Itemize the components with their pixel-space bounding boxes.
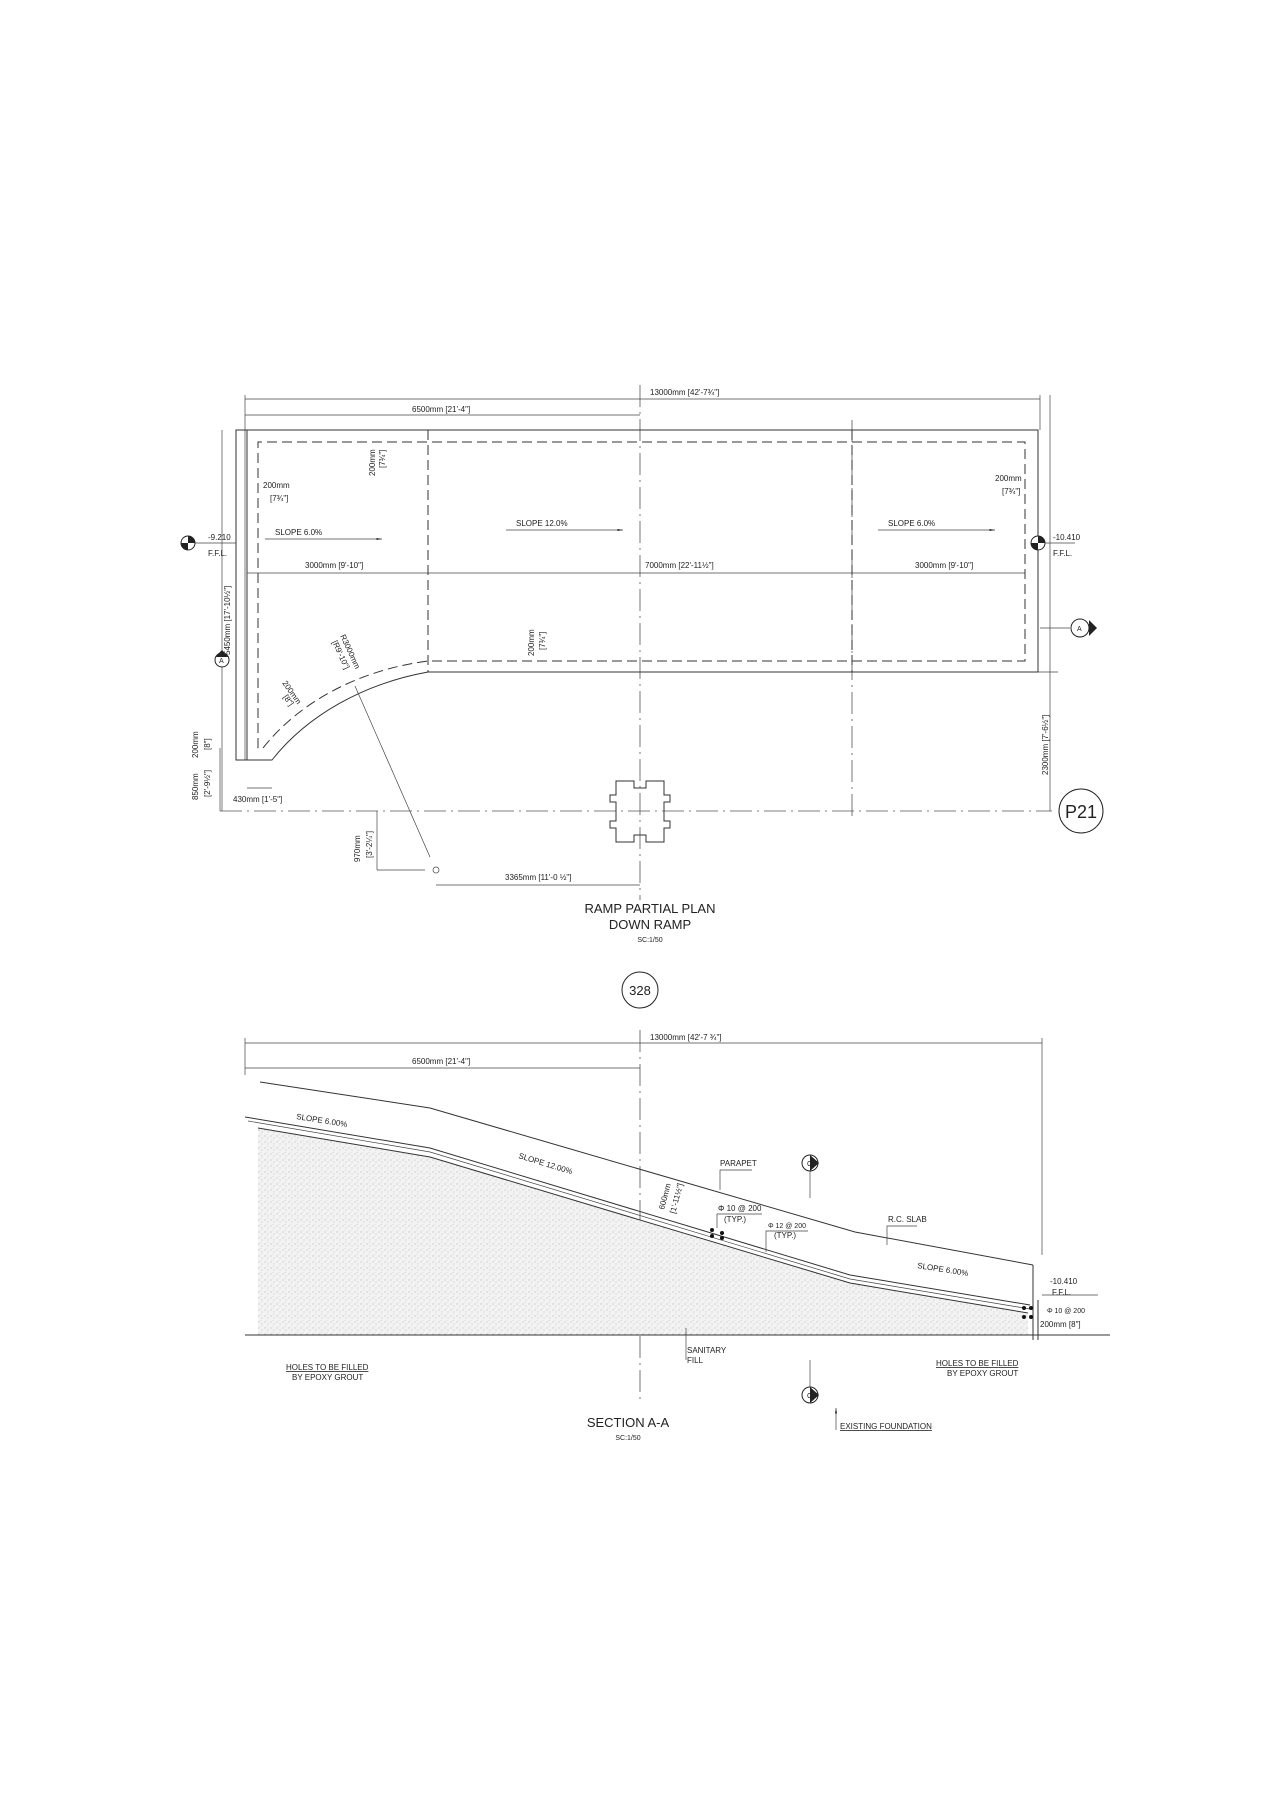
svg-text:C: C <box>807 1161 812 1168</box>
svg-text:-10.410: -10.410 <box>1053 533 1081 542</box>
note-level-label: F.F.L. <box>1052 1288 1071 1297</box>
dim-wall-bottom: 200mm <box>527 629 536 656</box>
dim-wall-left-imp: [7¾"] <box>270 494 288 503</box>
dim-half: 6500mm [21'-4"] <box>412 1057 470 1066</box>
dim-mid-span: 7000mm [22'-11½"] <box>645 561 714 570</box>
slope-label: SLOPE 6.0% <box>275 528 322 537</box>
svg-text:F.F.L.: F.F.L. <box>1053 549 1072 558</box>
dim-left-span: 3000mm [9'-10"] <box>305 561 363 570</box>
dim-wall-right-imp: [7¾"] <box>1002 487 1020 496</box>
radius-line <box>354 685 431 858</box>
dim-wall-top: 200mm <box>368 449 377 476</box>
note-level: -10.410 <box>1050 1277 1078 1286</box>
slab-top <box>244 1116 1031 1306</box>
dim-overall: 13000mm [42'-7 ¾"] <box>650 1033 722 1042</box>
dim-center-3365: 3365mm [11'-0 ½"] <box>505 873 571 882</box>
note-holes-left: HOLES TO BE FILLED <box>286 1363 369 1372</box>
dim-right-span: 3000mm [9'-10"] <box>915 561 973 570</box>
svg-text:A: A <box>219 658 224 665</box>
dim-center-970-imp: [3'-2¼"] <box>365 831 374 858</box>
rebar-dots <box>710 1228 1033 1319</box>
plan-subtitle: DOWN RAMP <box>609 917 691 932</box>
dim-right-2300: 2300mm [7'-6½"] <box>1041 715 1050 775</box>
dim-wall-bottom-imp: [7¾"] <box>538 632 547 650</box>
svg-text:A: A <box>1077 626 1082 633</box>
dim-toe-200-imp: [8"] <box>203 738 212 750</box>
section-marker-left: A <box>214 650 230 668</box>
note-holes-left-2: BY EPOXY GROUT <box>292 1373 363 1382</box>
plan-scale: SC:1/50 <box>637 937 662 944</box>
dim-half: 6500mm [21'-4"] <box>412 405 470 414</box>
svg-text:328: 328 <box>629 983 651 998</box>
dim-center-970: 970mm <box>353 835 362 862</box>
note-rebar2-typ: (TYP.) <box>774 1231 796 1240</box>
note-rebar3: Φ 10 @ 200 <box>1047 1308 1085 1315</box>
note-rebar2: Φ 12 @ 200 <box>768 1223 806 1230</box>
note-rebar1-typ: (TYP.) <box>724 1215 746 1224</box>
dim-wall-right: 200mm <box>995 474 1022 483</box>
slope-label: SLOPE 12.00% <box>517 1151 573 1176</box>
slab-bottom <box>257 1127 1029 1314</box>
dim-toe-200: 200mm <box>191 731 200 758</box>
cut-marker-top: C <box>801 1154 819 1198</box>
ramp-plan: 13000mm [42'-7¾"] 6500mm [21'-4"] 3000mm… <box>180 385 1104 944</box>
note-rc-slab: R.C. SLAB <box>888 1215 927 1224</box>
ramp-outline <box>235 429 1039 761</box>
dim-overall: 13000mm [42'-7¾"] <box>650 388 719 397</box>
plan-title: RAMP PARTIAL PLAN <box>584 901 715 916</box>
section-title: SECTION A-A <box>587 1415 670 1430</box>
dim-toe-850: 850mm <box>191 773 200 800</box>
note-holes-right-2: BY EPOXY GROUT <box>947 1369 1018 1378</box>
note-parapet: PARAPET <box>720 1159 757 1168</box>
dim-toe: 200mm [8"] <box>1040 1320 1081 1329</box>
svg-text:P21: P21 <box>1065 802 1097 822</box>
dim-wall-top-imp: [7¾"] <box>378 450 387 468</box>
column <box>609 780 671 843</box>
svg-text:F.F.L.: F.F.L. <box>208 549 227 558</box>
cut-marker-bottom: C <box>801 1360 819 1404</box>
dim-toe-850-imp: [2'-9½"] <box>203 770 212 797</box>
slope-label: SLOPE 6.0% <box>888 519 935 528</box>
note-rebar1: Φ 10 @ 200 <box>718 1204 762 1213</box>
sanitary-fill <box>258 1128 1028 1335</box>
ramp-inner-edge <box>257 441 1026 749</box>
note-holes-right: HOLES TO BE FILLED <box>936 1359 1019 1368</box>
svg-text:-9.210: -9.210 <box>208 533 231 542</box>
parapet-top <box>259 1081 1034 1266</box>
svg-text:C: C <box>807 1393 812 1400</box>
slope-label: SLOPE 6.00% <box>917 1261 969 1278</box>
grid-bubble-p21: P21 <box>1058 788 1104 834</box>
ramp-section: 328 13000mm [42'-7 ¾"] 6500mm [21'-4"] S… <box>244 971 1110 1442</box>
note-existing-foundation: EXISTING FOUNDATION <box>840 1422 932 1431</box>
note-fill: FILL <box>687 1356 704 1365</box>
radius-center <box>432 866 440 874</box>
slope-label: SLOPE 12.0% <box>516 519 568 528</box>
section-marker-right: A <box>1040 618 1097 638</box>
note-sanitary: SANITARY <box>687 1346 727 1355</box>
section-reference-bubble: 328 <box>621 971 659 1009</box>
dim-wall-left: 200mm <box>263 481 290 490</box>
dim-toe-430: 430mm [1'-5"] <box>233 795 282 804</box>
dim-height: 5450mm [17'-10½"] <box>223 586 232 655</box>
section-scale: SC:1/50 <box>615 1435 640 1442</box>
